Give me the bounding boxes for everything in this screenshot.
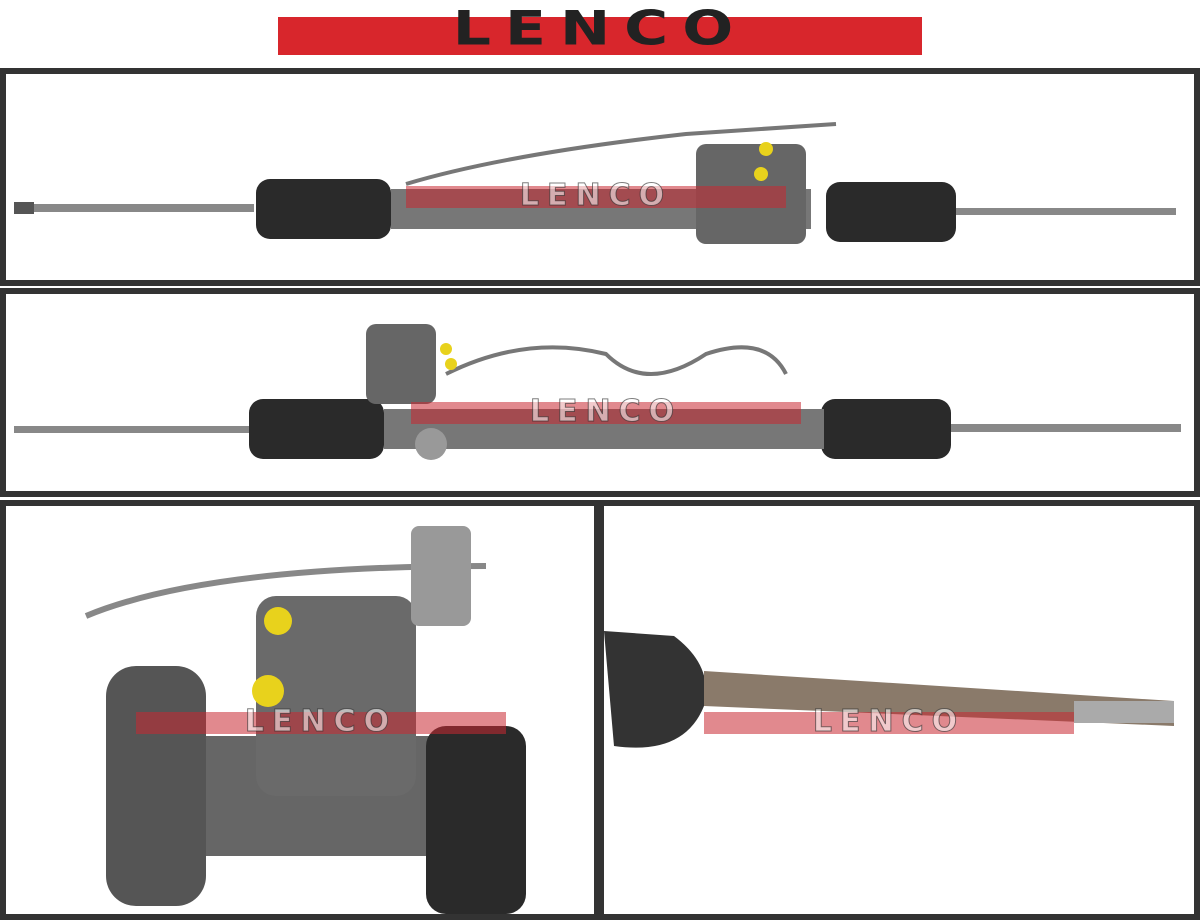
watermark: LENCO <box>411 394 801 430</box>
watermark: LENCO <box>704 704 1074 740</box>
brand-logo-text: LENCO <box>452 1 748 57</box>
steering-rack-image <box>14 324 1181 460</box>
watermark: LENCO <box>136 704 506 740</box>
brand-logo-bar <box>278 17 922 55</box>
valve-housing-image <box>84 526 526 914</box>
watermark: LENCO <box>406 178 786 214</box>
photo-valve-detail: LENCO <box>0 500 600 920</box>
steering-rack-image <box>14 122 1176 244</box>
photo-rack-rear: LENCO <box>0 288 1200 497</box>
photo-tie-rod-detail: LENCO <box>598 500 1200 920</box>
photo-rack-front: LENCO <box>0 68 1200 286</box>
